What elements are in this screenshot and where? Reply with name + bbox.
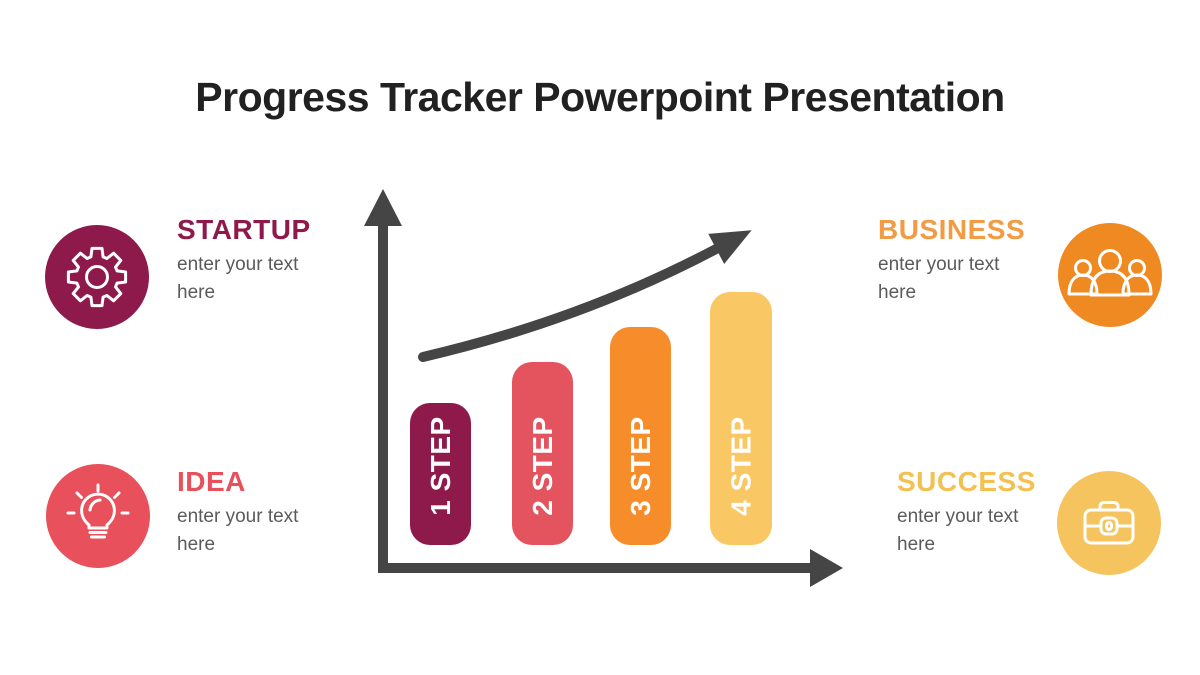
bar-step-3 xyxy=(610,327,671,545)
business-placeholder-text: enter your text here xyxy=(878,254,1000,303)
success-placeholder-text: enter your text here xyxy=(897,506,1019,555)
bar-step-1 xyxy=(410,403,471,545)
lightbulb-icon xyxy=(66,483,130,539)
team-icon xyxy=(1067,249,1153,297)
bar-label-step-2: 2 STEP xyxy=(527,416,558,515)
idea-placeholder-text: enter your text here xyxy=(177,506,299,555)
success-icon-badge xyxy=(1057,471,1161,575)
business-label: BUSINESS xyxy=(878,214,1026,245)
business-icon-badge xyxy=(1058,223,1162,327)
y-axis xyxy=(364,189,402,573)
startup-placeholder-text: enter your text here xyxy=(177,254,299,303)
growth-arrow xyxy=(418,230,752,362)
x-axis xyxy=(378,549,843,587)
success-label: SUCCESS xyxy=(897,466,1036,497)
startup-label: STARTUP xyxy=(177,214,311,245)
briefcase-icon xyxy=(1083,501,1135,545)
bar-label-step-4: 4 STEP xyxy=(726,416,757,515)
bar-label-step-1: 1 STEP xyxy=(425,416,456,515)
idea-icon-badge xyxy=(46,464,150,568)
gear-icon xyxy=(66,246,128,308)
bar-step-2 xyxy=(512,362,573,545)
bar-step-4 xyxy=(710,292,772,545)
idea-label: IDEA xyxy=(177,466,246,497)
progress-chart: 1 STEP 2 STEP 3 STEP 4 STEP xyxy=(364,189,843,587)
slide-title: Progress Tracker Powerpoint Presentation xyxy=(195,74,1005,120)
bar-label-step-3: 3 STEP xyxy=(625,416,656,515)
startup-icon-badge xyxy=(45,225,149,329)
